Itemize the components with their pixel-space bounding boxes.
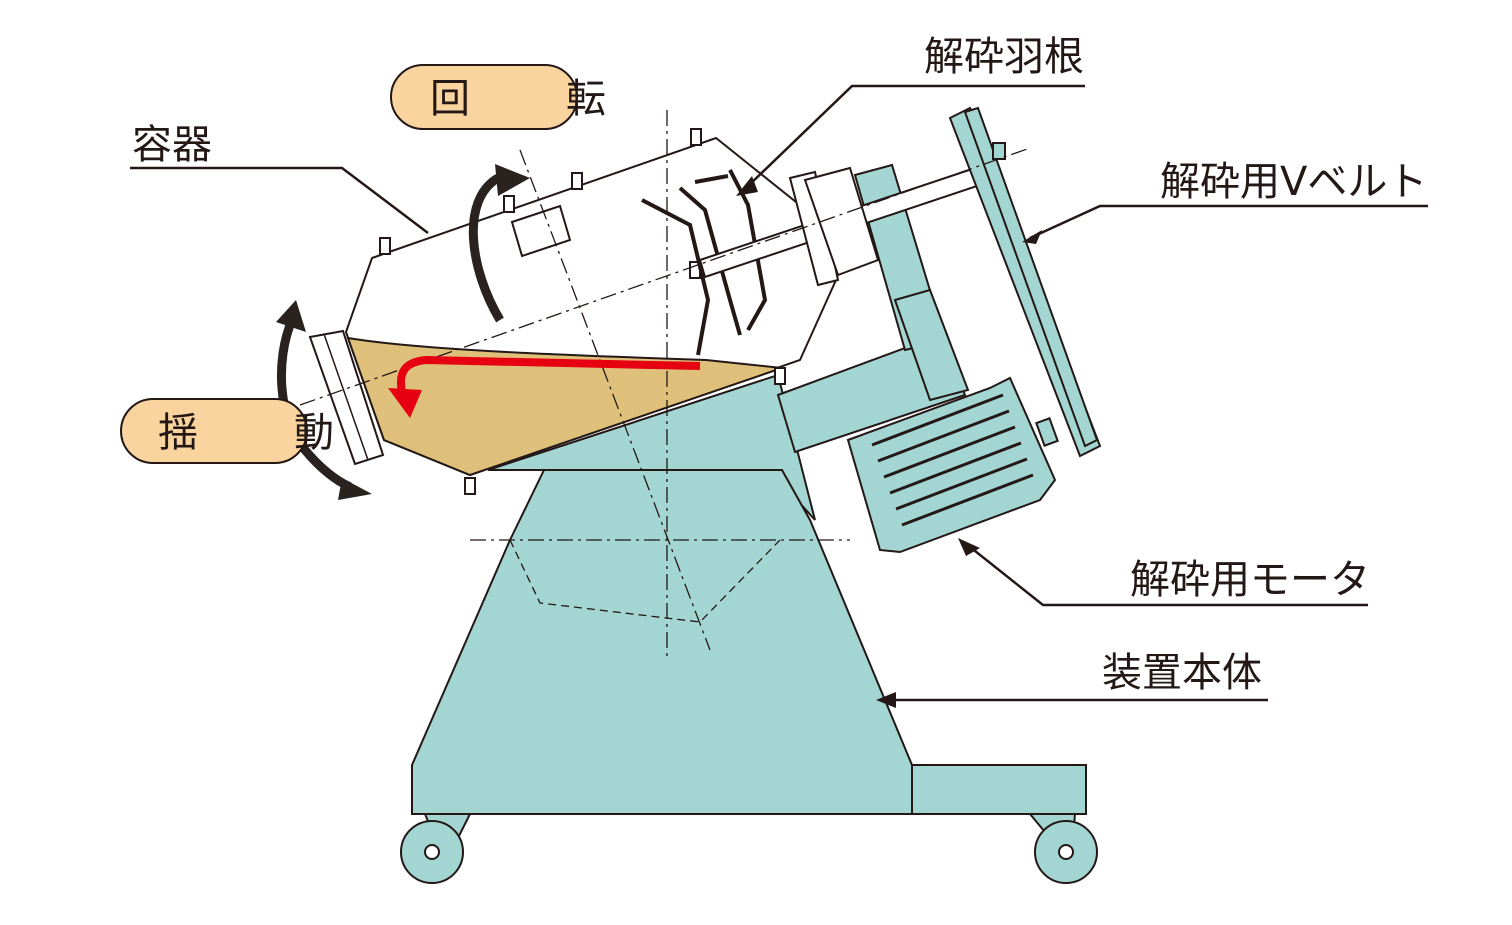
v-belt xyxy=(948,106,1102,458)
rocking-label: 揺 動 xyxy=(158,410,362,456)
container xyxy=(308,128,838,495)
curved-arrow-icon xyxy=(468,174,504,323)
crushing-motor xyxy=(846,376,1057,554)
rotation-arrow xyxy=(468,164,530,323)
return-flow-arrow-icon xyxy=(397,355,701,393)
body-lower xyxy=(411,469,913,815)
leader-blade xyxy=(745,84,1085,189)
belt-bracket-lower xyxy=(893,288,970,402)
container-label: 容器 xyxy=(132,122,212,168)
leader-container xyxy=(130,166,429,234)
crushing-blade-label: 解砕羽根 xyxy=(924,34,1084,80)
blade-left xyxy=(641,198,711,356)
crusher-shaft xyxy=(698,166,982,287)
flow-arrow xyxy=(388,355,701,418)
wheel-left xyxy=(400,813,472,884)
container-bolts xyxy=(379,128,786,495)
rocking-badge: 揺 動 xyxy=(120,398,362,464)
leader-lines xyxy=(130,84,1428,702)
leader-motor xyxy=(964,542,1368,607)
rotation-badge: 回 転 xyxy=(390,64,634,130)
wheel-right xyxy=(1027,813,1098,884)
main-body-label: 装置本体 xyxy=(1102,650,1262,696)
body-side-platform xyxy=(911,764,1087,815)
crushing-v-belt-label: 解砕用Vベルト xyxy=(1160,159,1427,205)
powder-contents xyxy=(346,336,783,477)
hidden-lines xyxy=(509,539,781,623)
crushing-motor-label: 解砕用モータ xyxy=(1130,557,1370,603)
leader-vbelt xyxy=(1029,204,1428,240)
motor-fins xyxy=(871,393,1034,527)
rotation-label: 回 転 xyxy=(430,76,634,122)
